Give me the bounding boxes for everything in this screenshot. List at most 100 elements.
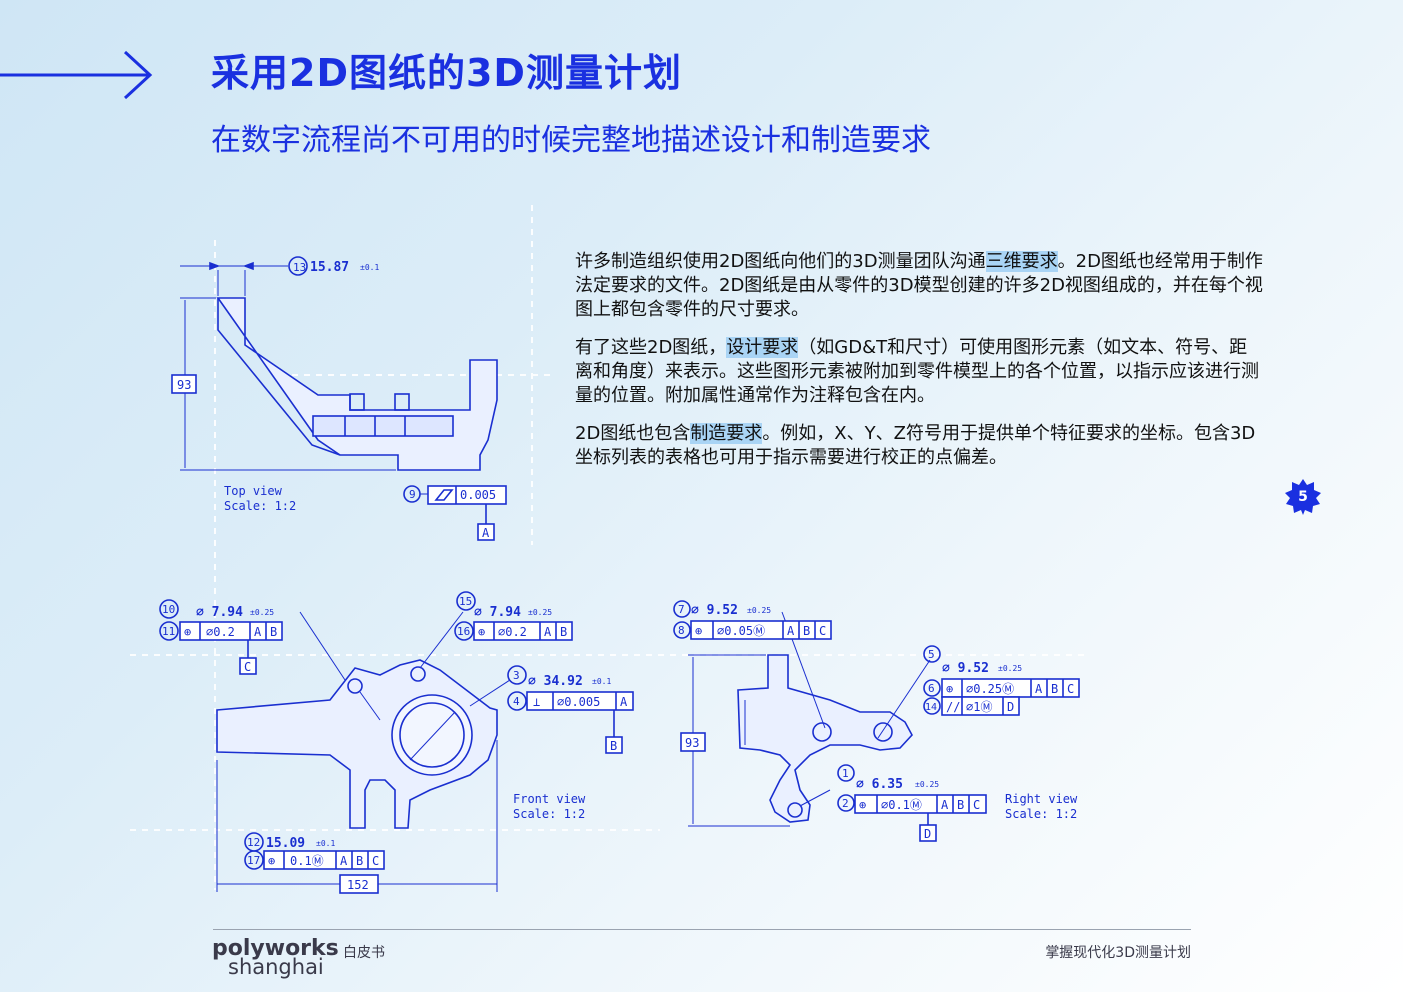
front-tol-7-94-a: ±0.25 <box>250 608 274 617</box>
fcf-8-ref-b: B <box>803 624 810 638</box>
fcf-16-value: ⌀0.2 <box>498 625 527 639</box>
datum-a: A <box>482 526 490 540</box>
p2-text-end: （如GD&T和尺寸）可使用图形元素（如文本、符号、距离和角度）来表示。这些图形元… <box>575 337 1259 406</box>
fcf-8-ref-c: C <box>819 624 826 638</box>
page-subtitle: 在数字流程尚不可用的时候完整地描述设计和制造要求 <box>211 123 931 158</box>
p3-text: 2D图纸也包含 <box>575 423 691 444</box>
top-dim-93: 93 <box>177 378 191 392</box>
fcf-2-ref-b: B <box>957 798 964 812</box>
fcf-17-ref-a: A <box>340 854 348 868</box>
right-tol-9-52-b: ±0.25 <box>998 664 1022 673</box>
top-view <box>171 256 507 541</box>
front-dim-7-94-a: ⌀ 7.94 <box>196 605 243 620</box>
fcf-16-ref-a: A <box>544 625 552 639</box>
fcf-17-value: 0.1Ⓜ <box>290 854 324 868</box>
fcf-8-ref-a: A <box>787 624 795 638</box>
header-arrow-icon <box>0 50 153 100</box>
balloon-8: 8 <box>678 624 685 637</box>
page-number: 5 <box>1298 489 1308 505</box>
balloon-10: 10 <box>162 603 175 616</box>
balloon-14: 14 <box>925 702 937 713</box>
front-tol-15-09: ±0.1 <box>316 839 335 848</box>
balloon-4: 4 <box>513 695 520 708</box>
fcf-6-ref-a: A <box>1035 682 1043 696</box>
balloon-7: 7 <box>678 603 685 616</box>
datum-b: B <box>610 739 617 753</box>
balloon-6: 6 <box>928 682 935 695</box>
top-fcf-value: 0.005 <box>460 488 496 502</box>
top-dim-15-87: 15.87 <box>310 260 349 275</box>
fcf-11-ref-a: A <box>254 625 262 639</box>
fcf-17-ref-c: C <box>372 854 379 868</box>
p3-highlight: 制造要求 <box>690 423 763 444</box>
fcf-4-symbol: ⊥ <box>533 695 540 709</box>
fcf-11-symbol: ⊕ <box>184 625 191 639</box>
front-dim-7-94-b: ⌀ 7.94 <box>474 605 521 620</box>
right-view-scale: Scale: 1:2 <box>1005 807 1077 821</box>
top-view-scale: Scale: 1:2 <box>224 499 296 513</box>
top-tol-15-87: ±0.1 <box>360 263 379 272</box>
front-dim-152: 152 <box>347 878 369 892</box>
front-view <box>159 591 634 894</box>
fcf-14-symbol: // <box>946 700 960 714</box>
fcf-2-ref-c: C <box>973 798 980 812</box>
fcf-14-ref-d: D <box>1007 700 1014 714</box>
fcf-16-ref-b: B <box>560 625 567 639</box>
fcf-11-value: ⌀0.2 <box>206 625 235 639</box>
p3-text-end: 。例如，X、Y、Z符号用于提供单个特征要求的坐标。包含3D坐标列表的表格也可用于… <box>575 423 1256 468</box>
front-view-scale: Scale: 1:2 <box>513 807 585 821</box>
balloon-16: 16 <box>457 625 470 638</box>
fcf-11-ref-b: B <box>270 625 277 639</box>
right-view <box>673 600 1080 842</box>
doc-type: 白皮书 <box>343 945 385 961</box>
fcf-6-ref-b: B <box>1051 682 1058 696</box>
logo-shanghai: shanghai <box>228 955 324 979</box>
right-dim-93: 93 <box>685 736 699 750</box>
doc-title: 掌握现代化3D测量计划 <box>1045 945 1191 961</box>
right-dim-6-35: ⌀ 6.35 <box>856 777 903 792</box>
right-tol-6-35: ±0.25 <box>915 780 939 789</box>
p2-text: 有了这些2D图纸， <box>575 337 727 358</box>
front-tol-34-92: ±0.1 <box>592 677 611 686</box>
fcf-17-symbol: ⊕ <box>268 854 275 868</box>
balloon-1: 1 <box>842 767 849 780</box>
balloon-11: 11 <box>162 625 175 638</box>
body-text: 许多制造组织使用2D图纸向他们的3D测量团队沟通三维要求。2D图纸也经常用于制作… <box>575 250 1265 484</box>
paragraph-2: 有了这些2D图纸，设计要求（如GD&T和尺寸）可使用图形元素（如文本、符号、距离… <box>575 336 1265 408</box>
balloon-9: 9 <box>409 488 416 501</box>
fcf-6-value: ⌀0.25Ⓜ <box>966 682 1014 696</box>
p1-text-end: 。2D图纸也经常用于制作法定要求的文件。2D图纸是由从零件的3D模型创建的许多2… <box>575 251 1263 320</box>
datum-c: C <box>244 660 251 674</box>
balloon-15: 15 <box>459 595 472 608</box>
balloon-17: 17 <box>247 854 260 867</box>
right-tol-9-52-a: ±0.25 <box>747 606 771 615</box>
fcf-2-value: ⌀0.1Ⓜ <box>881 798 922 812</box>
fcf-4-value: ⌀0.005 <box>557 695 600 709</box>
top-view-label: Top view <box>224 484 283 498</box>
p2-highlight: 设计要求 <box>726 337 799 358</box>
page-title: 采用2D图纸的3D测量计划 <box>211 51 682 95</box>
fcf-2-symbol: ⊕ <box>859 798 866 812</box>
fcf-8-symbol: ⊕ <box>695 624 702 638</box>
balloon-2: 2 <box>842 797 849 810</box>
balloon-5: 5 <box>928 648 935 661</box>
right-dim-9-52-a: ⌀ 9.52 <box>691 603 738 618</box>
fcf-4-ref-a: A <box>620 695 628 709</box>
fcf-6-symbol: ⊕ <box>946 682 953 696</box>
fcf-17-ref-b: B <box>356 854 363 868</box>
p1-highlight: 三维要求 <box>985 251 1058 272</box>
fcf-14-value: ⌀1Ⓜ <box>966 700 992 714</box>
fcf-2-ref-a: A <box>941 798 949 812</box>
front-dim-34-92: ⌀ 34.92 <box>528 674 583 689</box>
footer-divider <box>213 929 1191 930</box>
fcf-6-ref-c: C <box>1067 682 1074 696</box>
p1-text: 许多制造组织使用2D图纸向他们的3D测量团队沟通 <box>575 251 986 272</box>
paragraph-1: 许多制造组织使用2D图纸向他们的3D测量团队沟通三维要求。2D图纸也经常用于制作… <box>575 250 1265 322</box>
fcf-8-value: ⌀0.05Ⓜ <box>717 624 765 638</box>
balloon-12: 12 <box>247 836 260 849</box>
front-tol-7-94-b: ±0.25 <box>528 608 552 617</box>
balloon-3: 3 <box>513 669 520 682</box>
right-view-label: Right view <box>1005 792 1078 806</box>
page-number-badge: 5 <box>1284 478 1322 516</box>
paragraph-3: 2D图纸也包含制造要求。例如，X、Y、Z符号用于提供单个特征要求的坐标。包含3D… <box>575 422 1265 470</box>
